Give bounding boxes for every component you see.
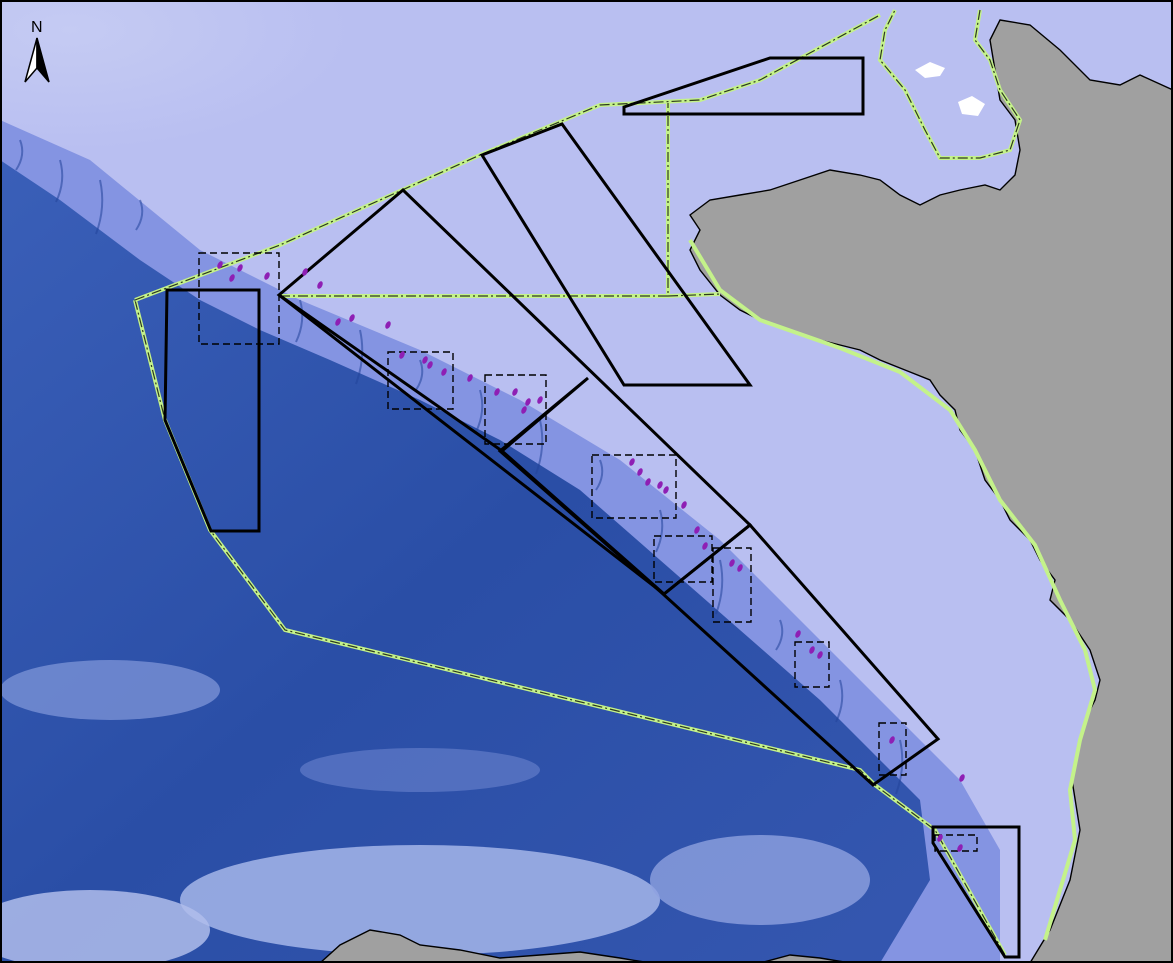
sighting-mark <box>737 564 743 572</box>
sighting-mark <box>937 834 943 842</box>
sighting-mark <box>427 361 433 369</box>
sighting-mark <box>467 374 473 382</box>
seafloor-high-south <box>180 845 660 955</box>
canyon-line <box>15 139 24 171</box>
sighting-mark <box>422 356 428 364</box>
canyon-line <box>95 179 104 235</box>
seafloor-high-southwest <box>0 890 210 963</box>
canyon-line <box>475 389 484 433</box>
survey-zone-slope-strip <box>278 293 941 787</box>
seafloor-high-central <box>300 748 540 792</box>
sighting-mark <box>229 274 235 282</box>
land-mainland-france <box>689 19 1173 963</box>
cluster-box <box>653 535 713 583</box>
sighting-mark <box>657 481 663 489</box>
sightings <box>217 261 965 852</box>
cluster-box <box>591 454 677 519</box>
land-southern-coast <box>318 929 651 963</box>
sighting-mark <box>512 388 518 396</box>
cluster-box <box>198 252 280 345</box>
sighting-mark <box>694 526 700 534</box>
sighting-mark <box>959 774 965 782</box>
canyon-line <box>55 159 64 203</box>
survey-zone-north-strip <box>622 56 865 116</box>
canyon-line <box>295 299 304 343</box>
canyon-line <box>895 739 904 795</box>
canyon-line <box>775 619 784 651</box>
north-arrow-icon: N <box>24 19 50 83</box>
sighting-mark <box>663 486 669 494</box>
cluster-box <box>878 722 907 776</box>
submarine-canyons <box>15 139 904 795</box>
sighting-mark <box>494 388 500 396</box>
seafloor-high-west <box>0 660 220 720</box>
survey-zone-north-diagonal <box>479 122 753 387</box>
canyon-line <box>595 459 604 491</box>
island-south <box>958 96 985 116</box>
cluster-box <box>712 547 752 623</box>
sighting-mark <box>645 478 651 486</box>
canyon-line <box>835 679 844 723</box>
sighting-mark <box>681 501 687 509</box>
island-north <box>915 62 945 78</box>
north-arrow-label: N <box>31 19 43 36</box>
cluster-box <box>484 374 547 445</box>
sighting-mark <box>537 396 543 404</box>
sighting-cluster-boxes <box>198 252 978 852</box>
abyssal-plain <box>0 160 930 963</box>
survey-zone-west-shelf-edge <box>163 288 261 533</box>
sighting-mark <box>521 406 527 414</box>
sighting-mark <box>729 559 735 567</box>
cluster-box <box>934 834 978 852</box>
sighting-mark <box>795 630 801 638</box>
sighting-mark <box>702 542 708 550</box>
canyon-line <box>535 419 544 475</box>
canyon-line <box>355 329 364 385</box>
sighting-mark <box>817 651 823 659</box>
sighting-mark <box>335 318 341 326</box>
sighting-mark <box>217 261 223 269</box>
sighting-mark <box>629 458 635 466</box>
seafloor-high-south-east <box>650 835 870 925</box>
cluster-box <box>387 351 454 410</box>
sighting-mark <box>525 398 531 406</box>
sighting-mark <box>637 468 643 476</box>
sighting-mark <box>957 844 963 852</box>
sighting-mark <box>302 268 308 276</box>
sighting-mark <box>349 314 355 322</box>
canyon-line <box>655 509 664 553</box>
sighting-mark <box>237 264 243 272</box>
cluster-box <box>794 641 830 688</box>
sighting-mark <box>317 281 323 289</box>
survey-zone-southeast-box <box>931 825 1021 959</box>
sighting-mark <box>399 351 405 359</box>
canyon-line <box>135 199 144 231</box>
sighting-mark <box>385 321 391 329</box>
canyon-line <box>415 359 424 391</box>
sighting-mark <box>441 368 447 376</box>
sighting-mark <box>809 646 815 654</box>
sighting-mark <box>889 736 895 744</box>
sighting-mark <box>264 272 270 280</box>
survey-zones <box>163 56 1021 959</box>
canyon-line <box>715 559 724 615</box>
